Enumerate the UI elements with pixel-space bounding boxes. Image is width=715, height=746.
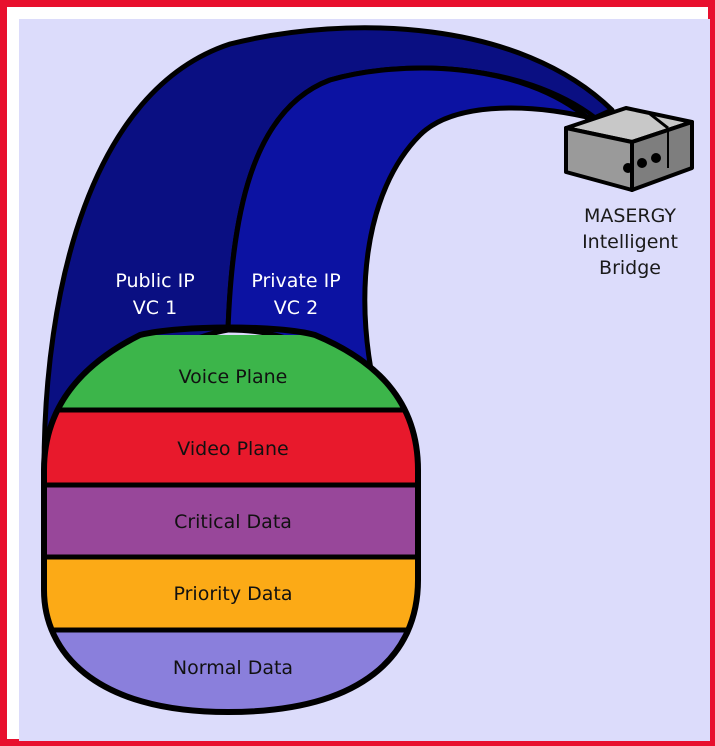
vc2-label-line2: VC 2 bbox=[274, 297, 318, 319]
video-plane-band bbox=[44, 410, 418, 485]
plane-bowl-outline bbox=[41, 324, 421, 716]
vc1-label-line2: VC 1 bbox=[133, 297, 177, 319]
normal-data-label: Normal Data bbox=[173, 657, 293, 679]
priority-data-band bbox=[44, 557, 418, 630]
priority-data-label: Priority Data bbox=[173, 583, 292, 605]
bridge-device-icon bbox=[564, 106, 694, 192]
critical-data-band bbox=[44, 485, 418, 557]
bridge-label-line2: Intelligent bbox=[582, 231, 678, 253]
voice-plane-label: Voice Plane bbox=[179, 366, 288, 388]
vc2-label-line1: Private IP bbox=[251, 270, 340, 292]
circuit-divider bbox=[226, 65, 598, 331]
bridge-label-line1: MASERGY bbox=[584, 205, 676, 227]
critical-data-label: Critical Data bbox=[174, 511, 292, 533]
vc1-label-line1: Public IP bbox=[115, 270, 194, 292]
bridge-label-line3: Bridge bbox=[599, 257, 661, 279]
video-plane-label: Video Plane bbox=[177, 438, 288, 460]
